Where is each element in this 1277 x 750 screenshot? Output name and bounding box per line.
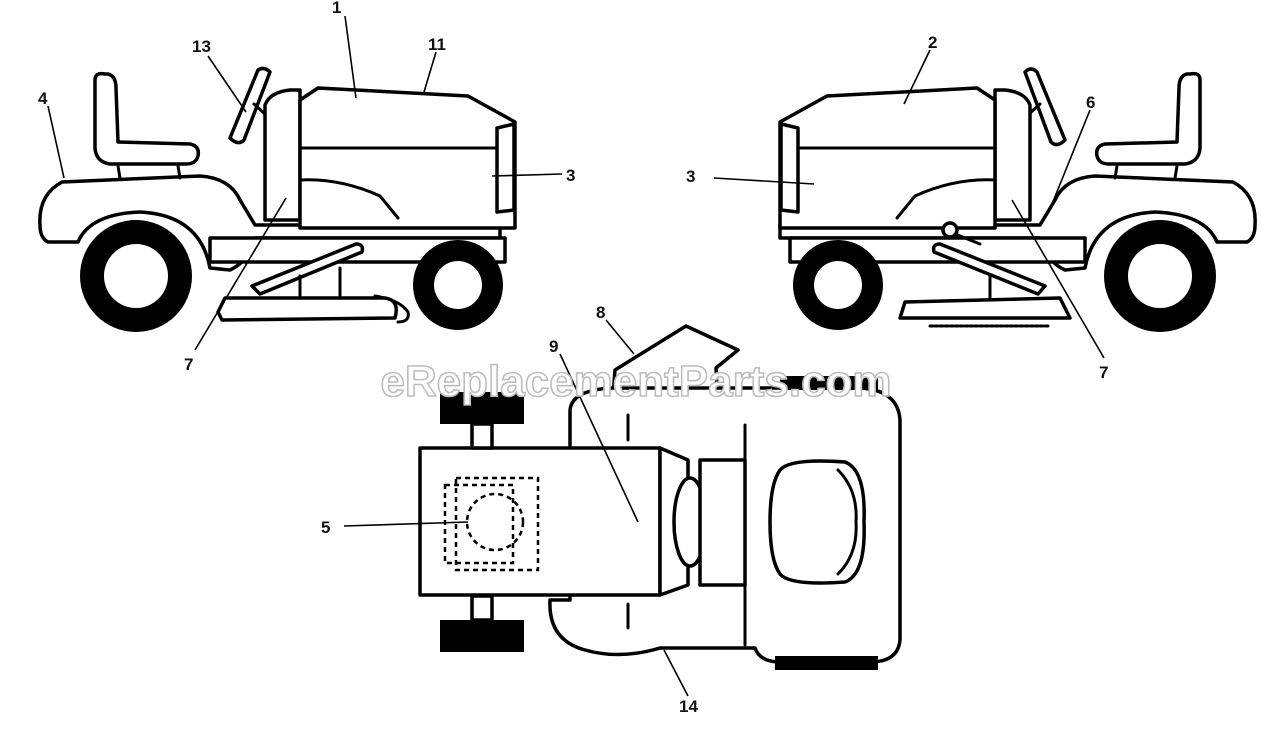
callout-6: 6 [1086,93,1095,112]
leader-lines [47,15,1105,697]
callout-13: 13 [192,37,211,56]
callout-8: 8 [596,303,605,322]
tractor-top-view [418,324,902,670]
callout-4: 4 [38,89,48,108]
callout-14: 14 [679,697,698,716]
callout-2: 2 [928,33,937,52]
callout-1: 1 [332,0,341,17]
callout-11: 11 [428,35,446,54]
tractor-right-view [778,67,1257,332]
callout-3-right: 3 [686,167,695,186]
callout-labels: 1 11 13 4 3 7 2 6 3 7 8 9 5 14 [38,0,1108,716]
callout-7-right: 7 [1099,363,1108,382]
callout-3-left: 3 [566,166,575,185]
tractor-left-view [38,66,517,332]
callout-5: 5 [321,518,330,537]
watermark-text: eReplacementParts.com [380,357,891,406]
callout-7-left: 7 [184,355,193,374]
callout-9: 9 [549,337,558,356]
